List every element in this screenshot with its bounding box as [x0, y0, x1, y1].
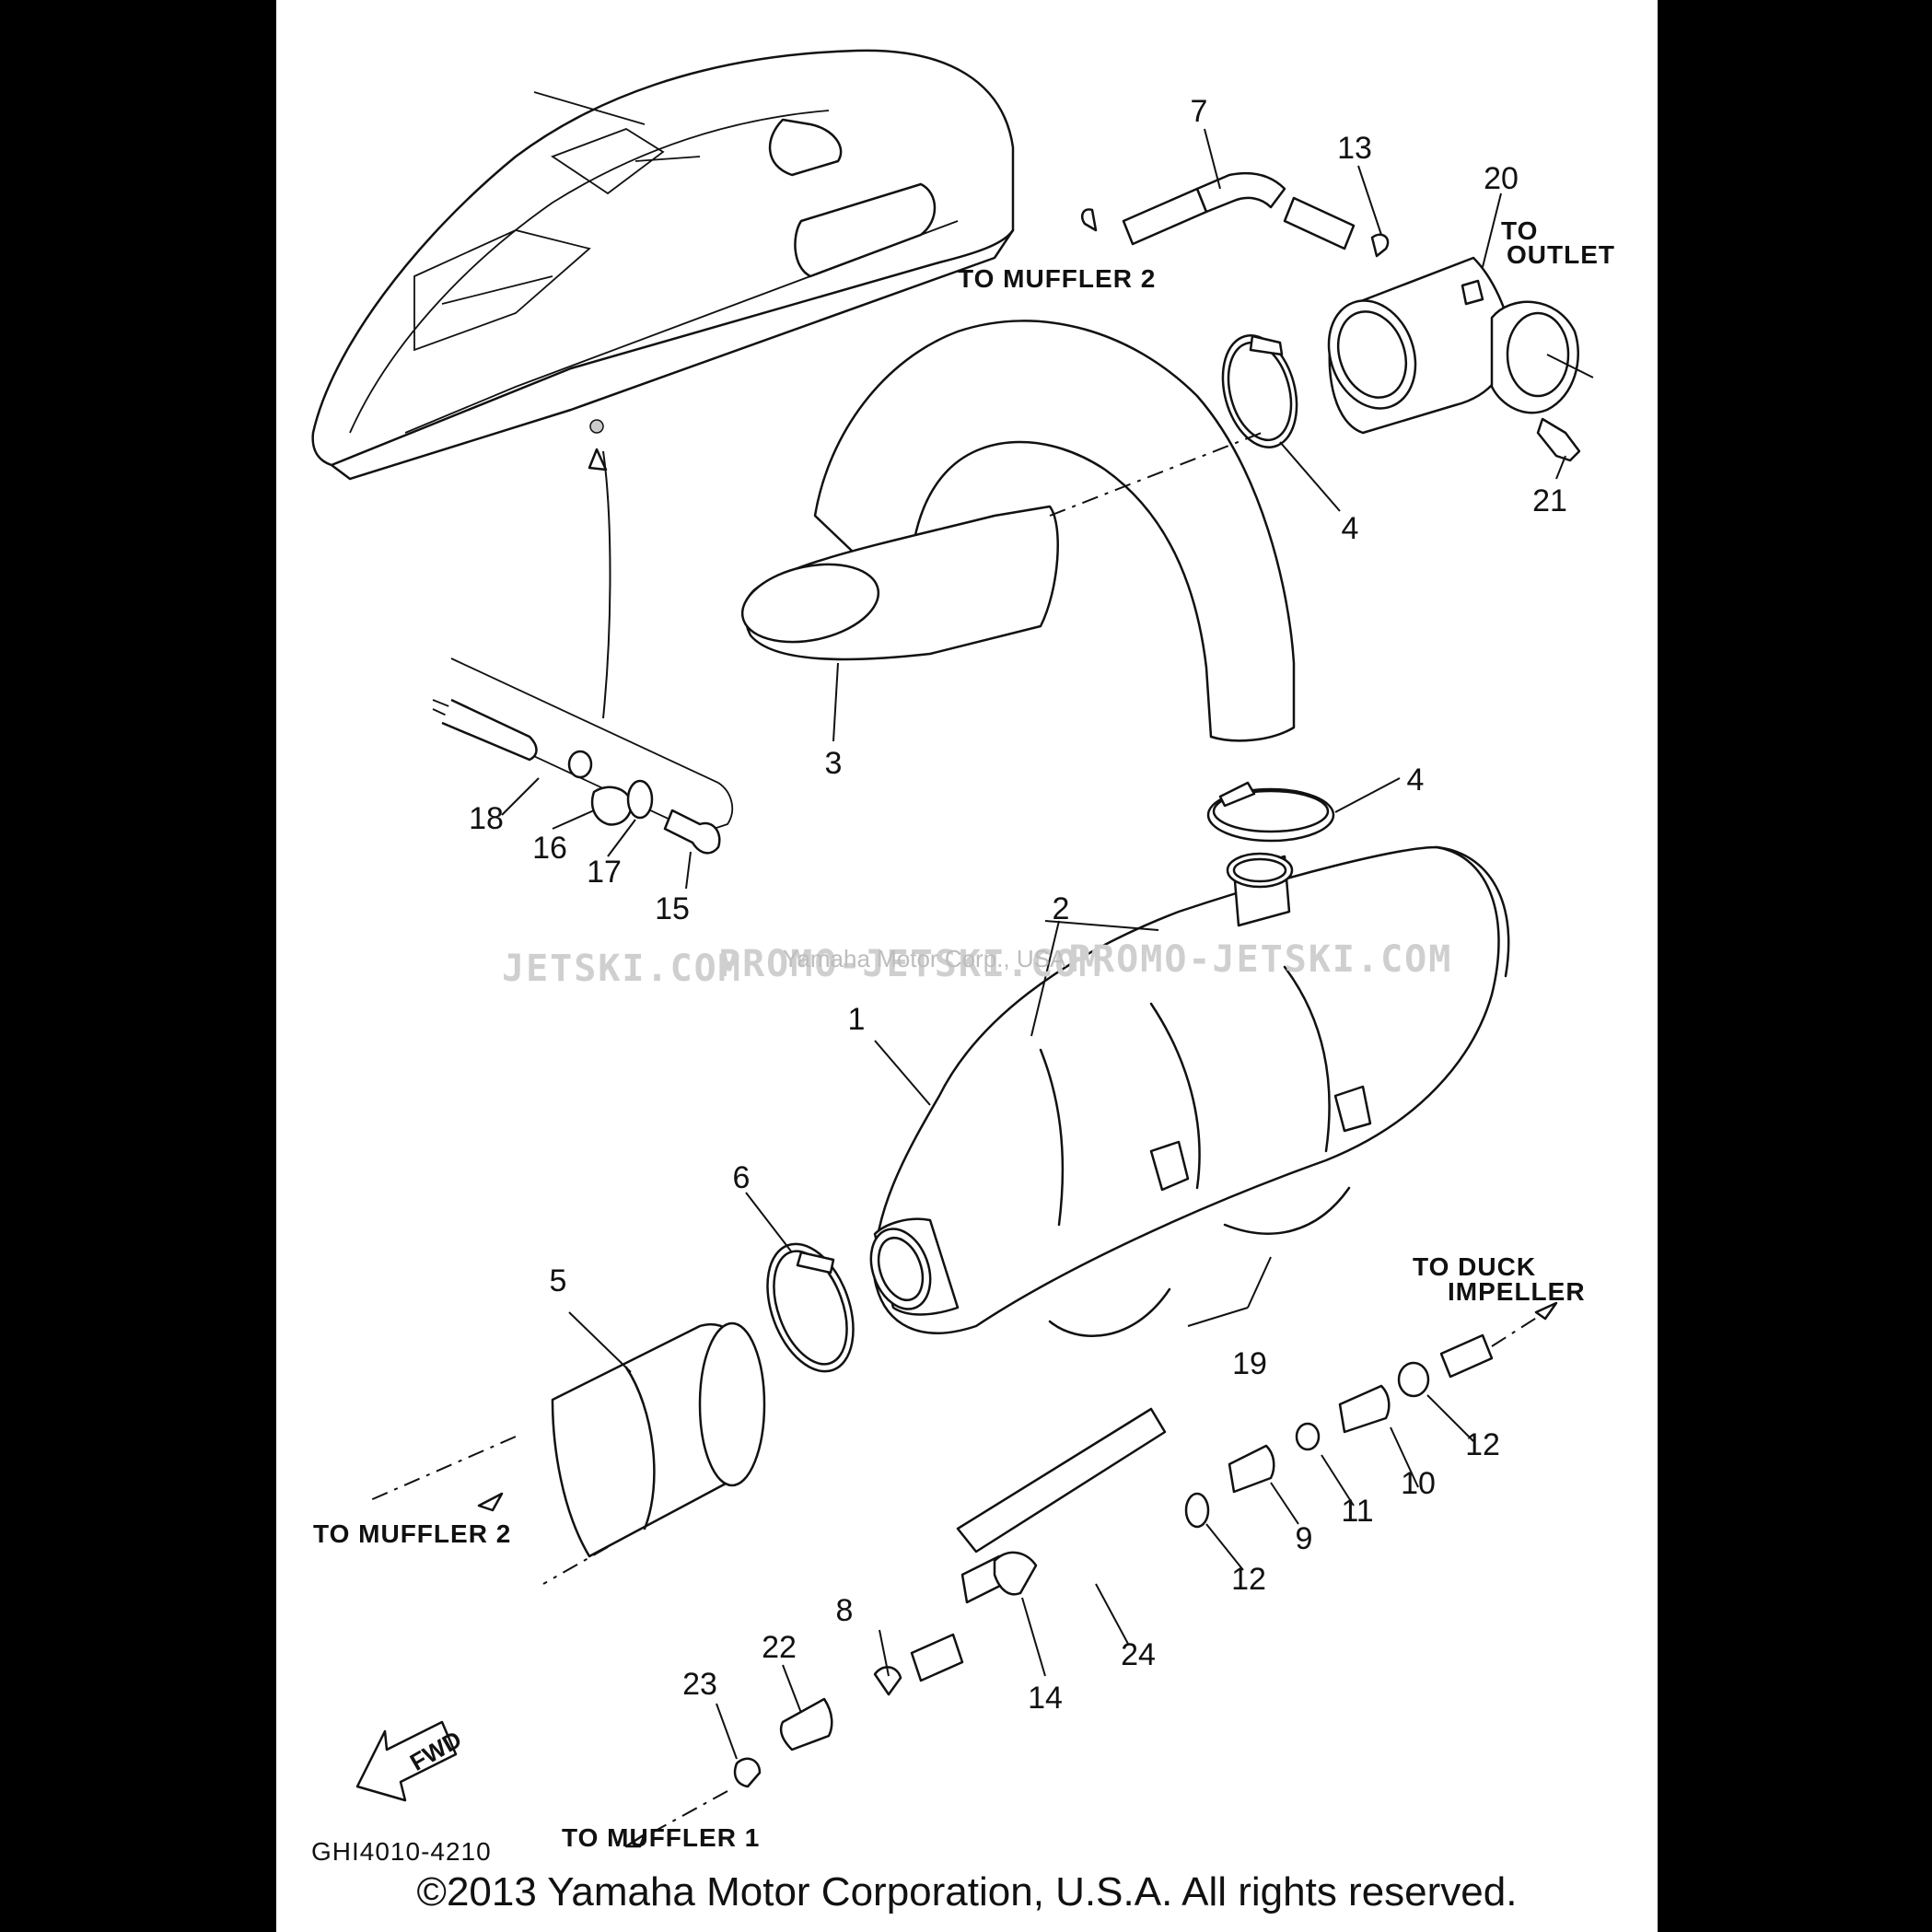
callout-1: 1: [848, 1002, 866, 1037]
watermark-overlay: Yamaha Motor Corp., USA: [783, 945, 1066, 972]
callout-12b: 12: [1231, 1562, 1266, 1597]
watermark-mid: PROMO-JETSKI.COM: [718, 943, 1102, 985]
callout-12a: 12: [1465, 1427, 1500, 1462]
callout-6: 6: [733, 1160, 751, 1195]
callout-4a: 4: [1342, 511, 1359, 546]
to-outlet-line2: OUTLET: [1507, 240, 1615, 269]
callout-10: 10: [1401, 1466, 1436, 1501]
callout-4b: 4: [1407, 762, 1425, 797]
callout-19: 19: [1232, 1346, 1267, 1381]
callout-7: 7: [1191, 94, 1208, 129]
copyright-notice: ©2013 Yamaha Motor Corporation, U.S.A. A…: [416, 1869, 1518, 1915]
fwd-arrow: FWD: [355, 1720, 466, 1802]
watercraft-illustration: [311, 49, 1015, 719]
to-duck-line2: IMPELLER: [1448, 1277, 1586, 1306]
callout-5: 5: [550, 1263, 567, 1298]
callout-20: 20: [1484, 161, 1519, 196]
part-4-hose-clamp-top: [1221, 334, 1298, 448]
callout-17: 17: [587, 855, 622, 890]
watermark: JETSKI.COM PROMO-JETSKI.COM PROMO-JETSKI…: [502, 938, 1452, 990]
bilge-fitting-inset: [432, 658, 734, 855]
callout-3: 3: [825, 746, 843, 781]
callout-14: 14: [1028, 1681, 1063, 1716]
diagram-code: GHI4010-4210: [311, 1837, 492, 1866]
callout-23: 23: [682, 1667, 717, 1702]
to-outlet-line1: TO: [1501, 216, 1538, 245]
callout-22: 22: [762, 1630, 797, 1665]
callout-21: 21: [1532, 483, 1567, 518]
cooling-hose-assembly: [624, 1301, 1558, 1848]
callout-16: 16: [532, 831, 567, 866]
part-4-hose-clamp-lower: [1206, 781, 1335, 843]
callout-2: 2: [1053, 891, 1070, 926]
part-20-outlet-elbow: [1327, 256, 1594, 462]
callout-18: 18: [469, 801, 504, 836]
part-1-muffler: [869, 845, 1510, 1334]
destination-labels: TO OUTLET TO MUFFLER 2 TO MUFFLER 2 TO D…: [313, 216, 1615, 1852]
callout-13: 13: [1337, 131, 1372, 166]
callout-24: 24: [1121, 1637, 1156, 1672]
part-6-hose-clamp: [766, 1242, 855, 1373]
to-duck-line1: TO DUCK: [1413, 1252, 1536, 1281]
to-muffler-2-bottom: TO MUFFLER 2: [313, 1519, 511, 1548]
watermark-right: PROMO-JETSKI.COM: [1068, 938, 1452, 981]
part-19-muffler-bands: [1048, 1186, 1351, 1337]
part-number-labels: 7 13 20 21 4 4 3 2 1 6 5 19 18 16 17 15 …: [469, 94, 1567, 1716]
callout-15: 15: [655, 891, 690, 926]
callout-8: 8: [836, 1593, 854, 1628]
callout-9: 9: [1296, 1521, 1313, 1556]
part-7-water-hose: [1081, 171, 1390, 258]
callout-11: 11: [1341, 1494, 1373, 1529]
part-5-exhaust-hose: [367, 1321, 766, 1585]
part-3-exhaust-pipe: [740, 320, 1296, 742]
to-muffler-2-top: TO MUFFLER 2: [958, 264, 1156, 293]
callout-leaders: [501, 128, 1566, 1760]
to-muffler-1: TO MUFFLER 1: [562, 1823, 760, 1852]
fwd-label: FWD: [405, 1725, 466, 1776]
watermark-left: JETSKI.COM: [502, 948, 742, 990]
